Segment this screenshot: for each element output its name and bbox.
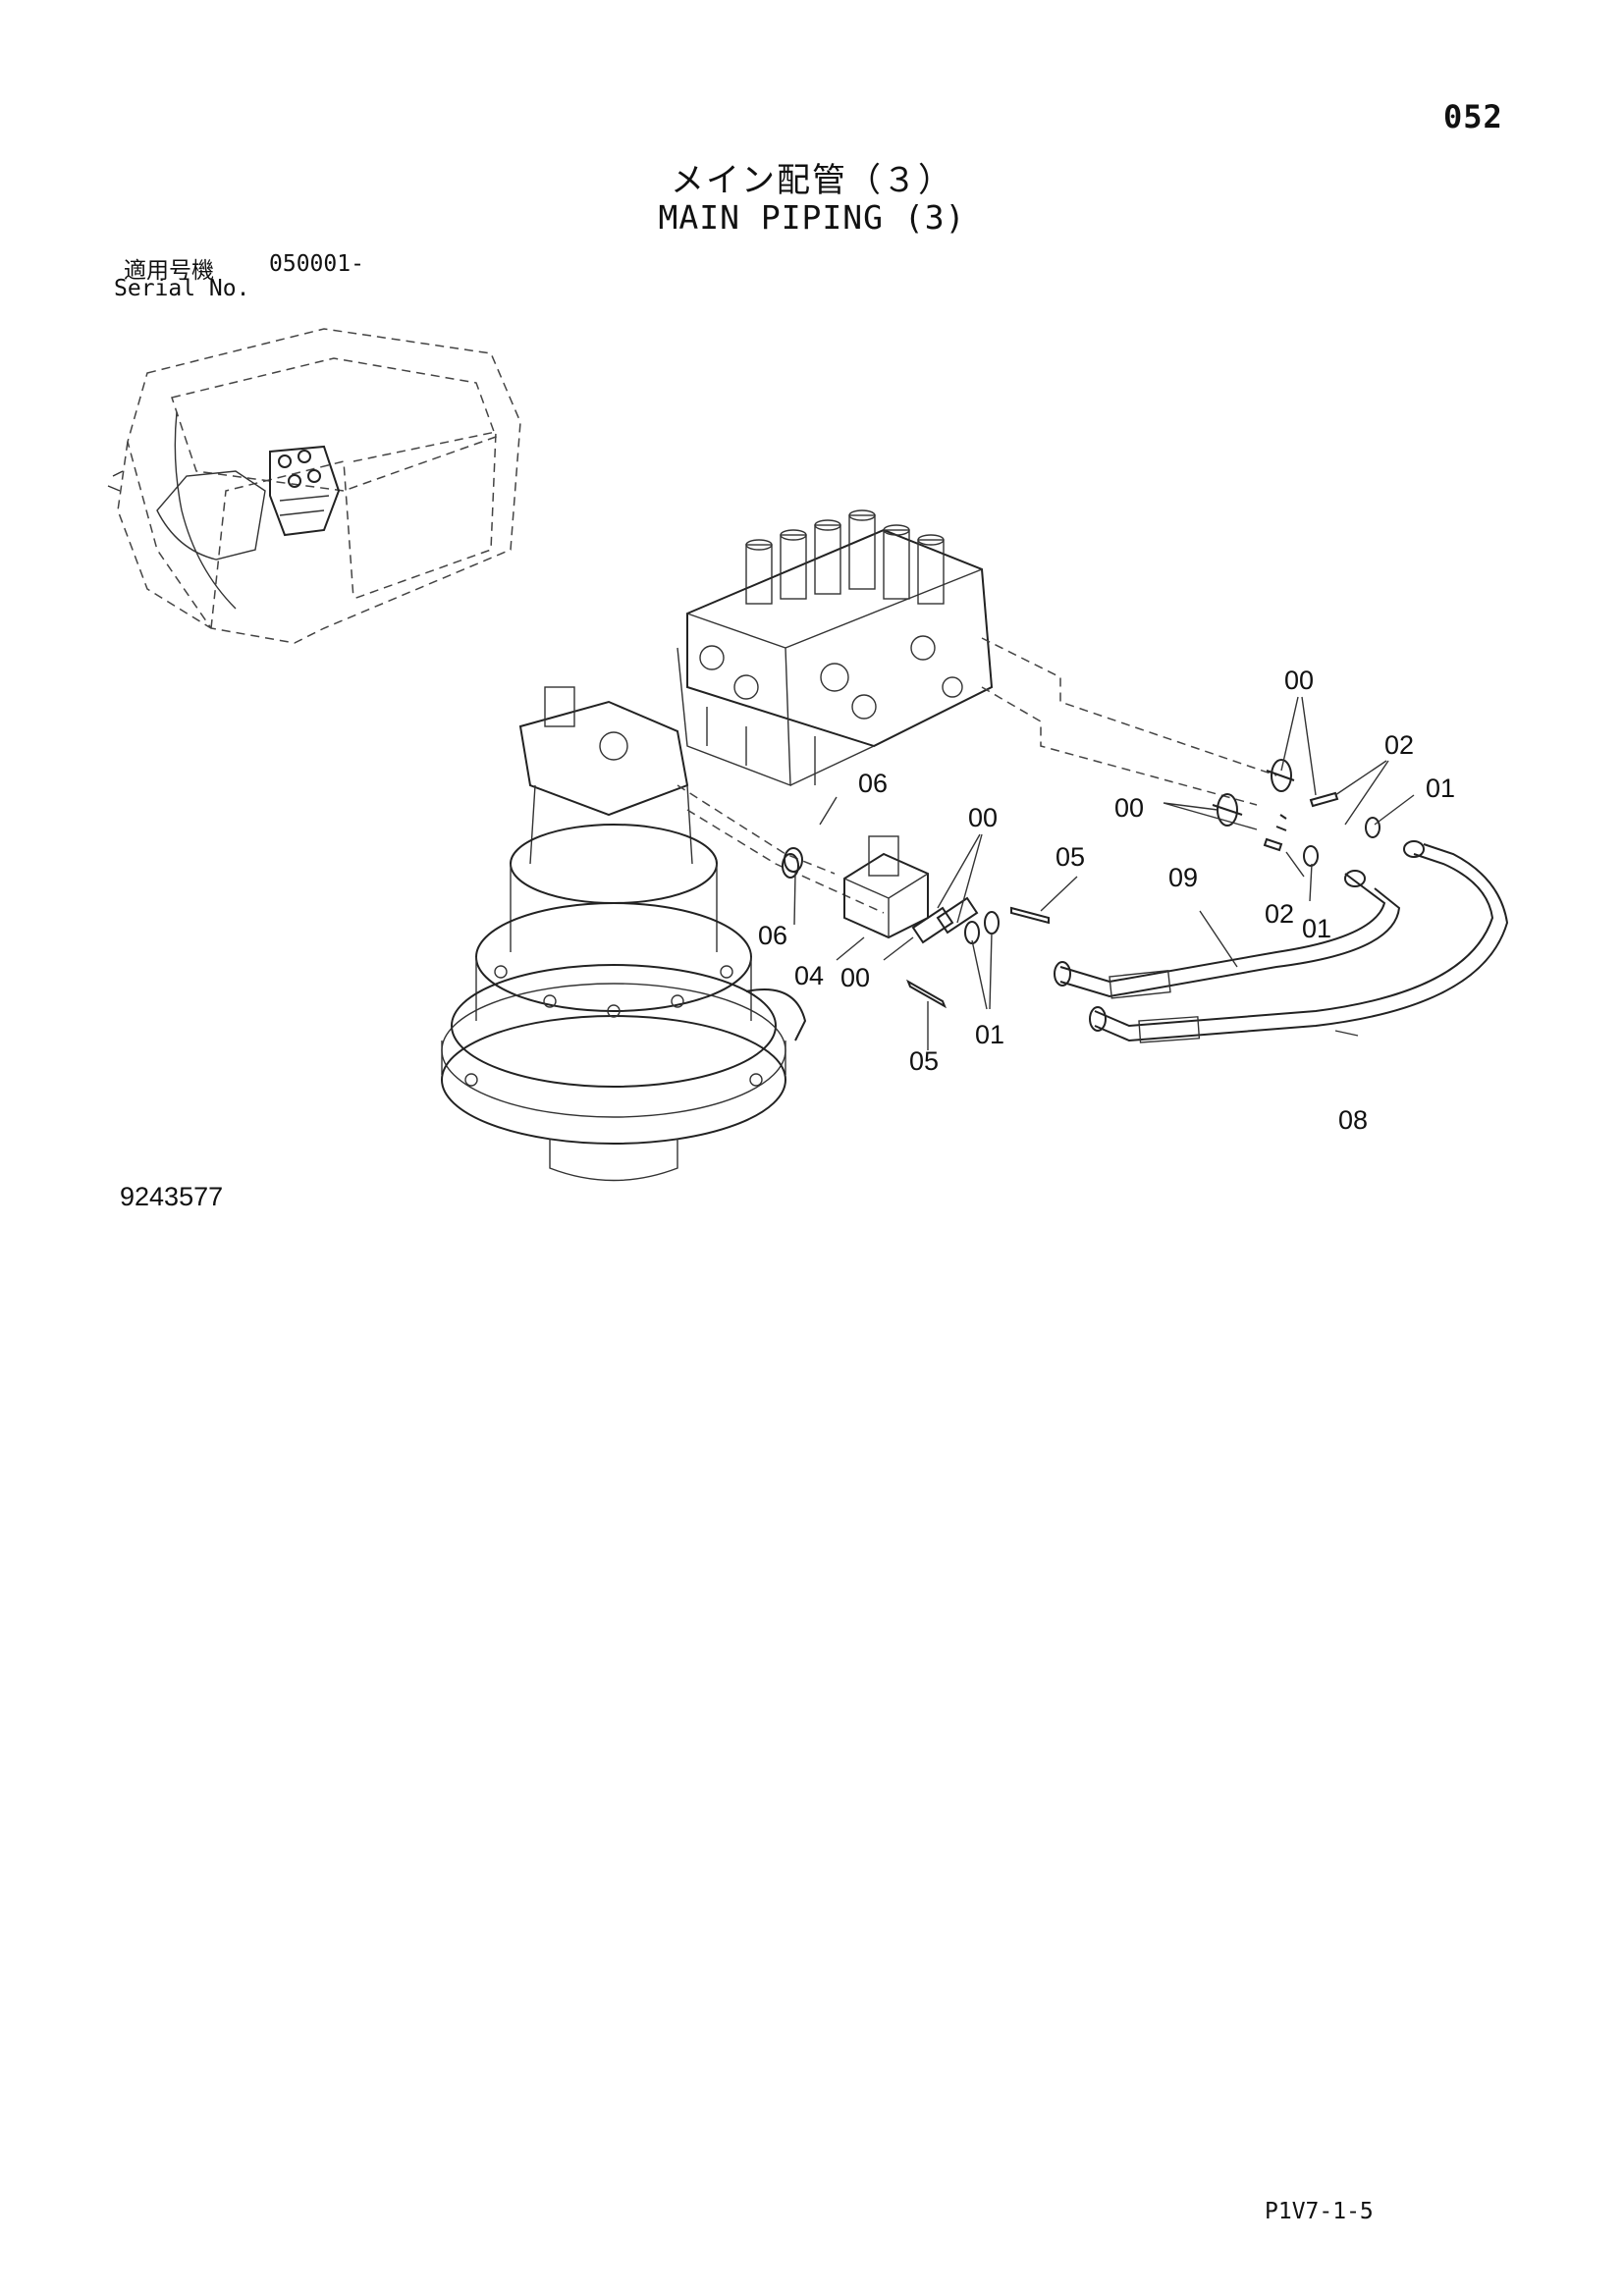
callout-06-lower: 06 (758, 921, 787, 950)
swing-motor-illustration (441, 686, 807, 1182)
callout-01-mid: 01 (1302, 914, 1331, 943)
callout-00-center: 00 (968, 803, 998, 832)
callout-04: 04 (794, 961, 824, 990)
callout-09: 09 (1168, 863, 1198, 892)
serial-label-english: Serial No. (114, 276, 250, 301)
hose-flange-illustration (1212, 759, 1380, 867)
callout-00-upper: 00 (1284, 666, 1314, 695)
callout-01-lower: 01 (975, 1020, 1004, 1049)
callout-labels: 00 00 00 00 02 02 01 01 01 05 05 09 08 0… (758, 666, 1455, 1135)
callout-01-right: 01 (1426, 774, 1455, 803)
callout-08: 08 (1338, 1105, 1368, 1135)
machine-locator-illustration (107, 328, 521, 644)
callout-02-lower: 02 (1265, 899, 1294, 929)
control-valve-illustration (677, 509, 994, 787)
callout-05-upper: 05 (1056, 842, 1085, 872)
page-code: P1V7-1-5 (1265, 2199, 1374, 2224)
callout-05-lower: 05 (909, 1046, 939, 1076)
callout-00-lower: 00 (840, 963, 870, 992)
assembly-leader-lines (677, 637, 1277, 914)
callout-06-upper: 06 (858, 769, 888, 798)
page-title-japanese: メイン配管（３） (671, 161, 953, 200)
callout-leaders (793, 696, 1415, 1050)
page-number: 052 (1443, 98, 1503, 135)
callout-00-left-pair: 00 (1114, 793, 1144, 823)
serial-label-japanese: 適用号機 (124, 258, 214, 284)
adapter-block-illustration (782, 835, 1050, 1009)
drawing-number: 9243577 (120, 1182, 224, 1211)
page-title-english: MAIN PIPING (3) (658, 198, 966, 237)
callout-02-upper: 02 (1384, 730, 1414, 760)
hose-assembly-illustration (1054, 840, 1509, 1043)
serial-number-value: 050001- (269, 251, 364, 277)
